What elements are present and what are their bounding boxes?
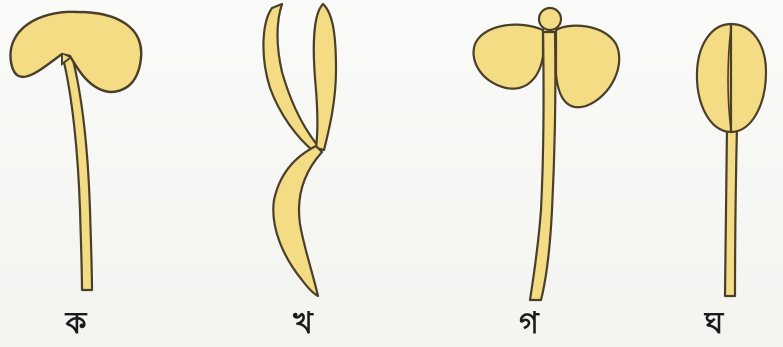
stamen-gha-anther-left <box>697 24 731 132</box>
figure-label-a: ক <box>56 306 96 342</box>
stamen-ga-lobe-right <box>556 26 619 108</box>
stamen-gha <box>697 24 766 296</box>
stamen-ga <box>474 8 620 300</box>
figure-label-c: গ <box>509 306 549 342</box>
stamen-kha-filament <box>273 146 322 296</box>
stamen-kha <box>263 4 336 296</box>
stamen-kha-lobe-left <box>263 4 318 150</box>
stamen-gha-anther-right <box>731 24 766 132</box>
stamen-ka-filament <box>63 56 92 290</box>
stamen-ga-knob <box>539 8 561 30</box>
stamen-gha-filament <box>725 126 737 296</box>
figure-label-b: খ <box>283 306 323 342</box>
stamen-ga-lobe-left <box>474 25 543 89</box>
figure-label-d: ঘ <box>694 306 734 342</box>
stamen-ka <box>10 12 141 290</box>
stamen-kha-lobe-right <box>314 4 336 150</box>
